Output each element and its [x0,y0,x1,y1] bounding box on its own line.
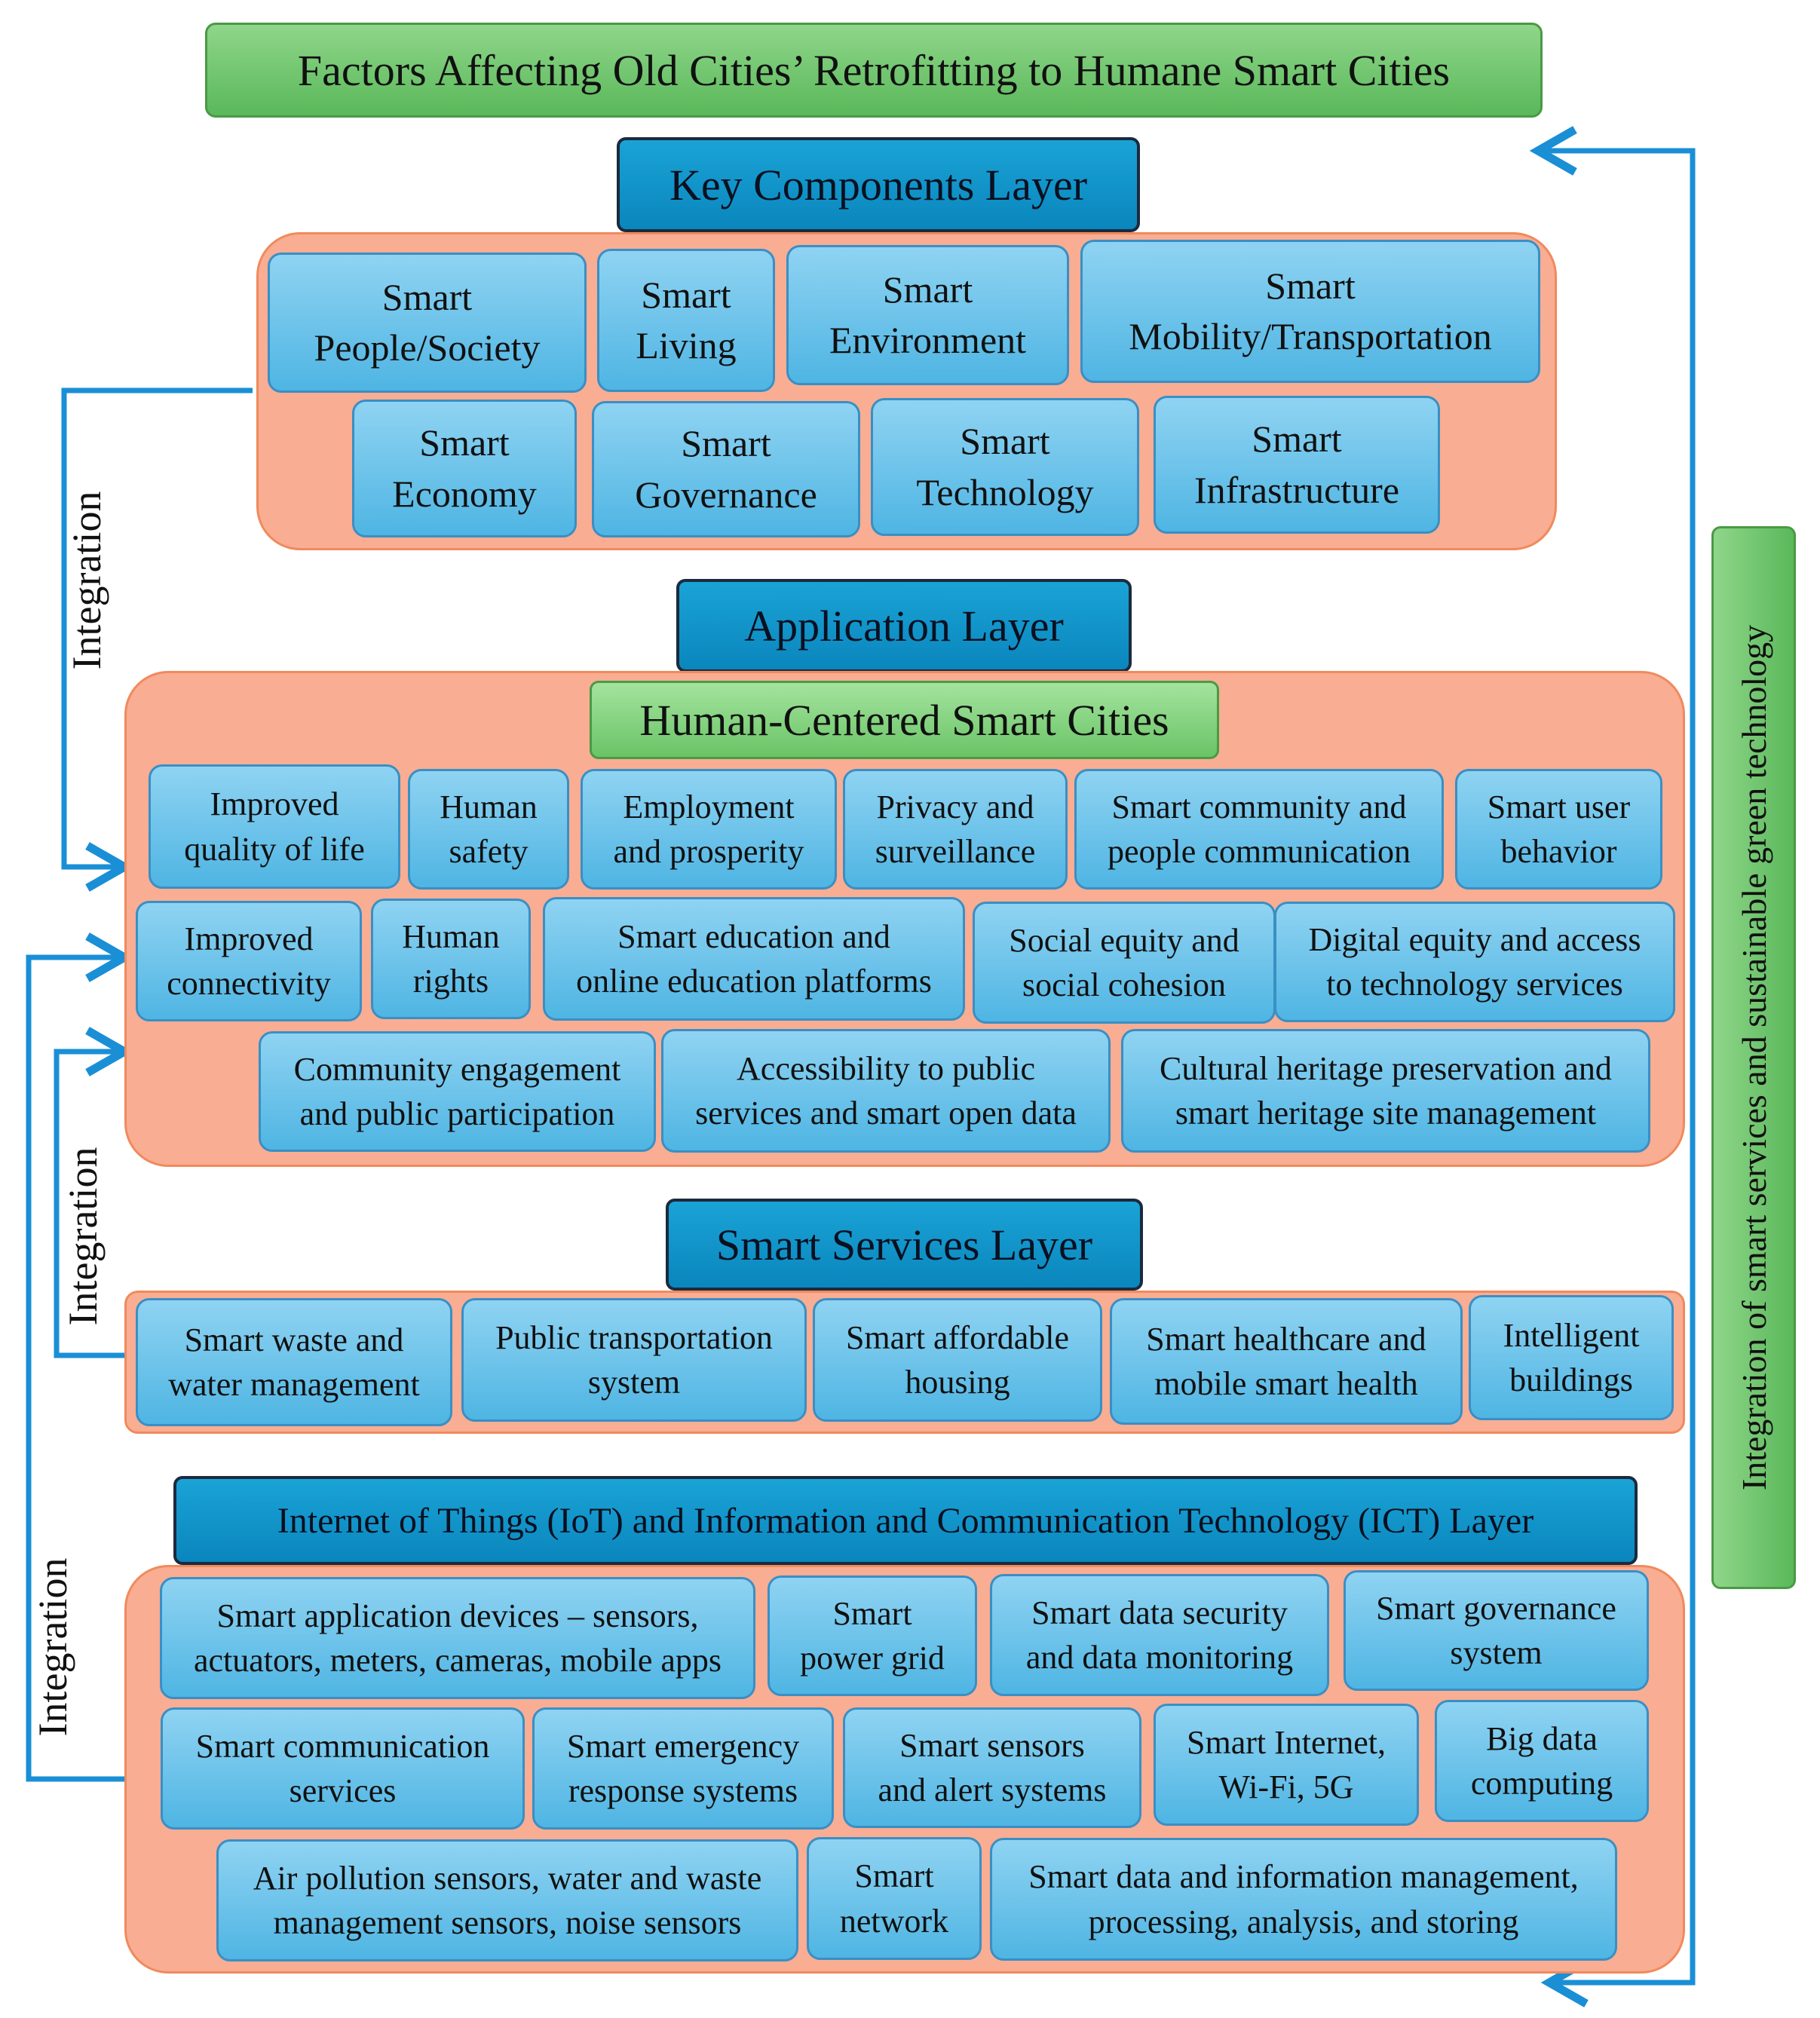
iot-item-data-management: Smart data and information management, p… [990,1838,1617,1961]
iot-item-smart-network: Smart network [807,1837,982,1960]
app-item-smart-user-behavior: Smart user behavior [1455,769,1662,890]
service-item-intelligent-buildings: Intelligent buildings [1469,1295,1674,1420]
iot-item-data-security: Smart data security and data monitoring [990,1574,1329,1696]
app-item-social-equity: Social equity and social cohesion [973,902,1276,1024]
diagram-title: Factors Affecting Old Cities’ Retrofitti… [205,23,1543,118]
key-component-smart-economy: Smart Economy [352,400,577,537]
iot-item-governance-system: Smart governance system [1344,1570,1649,1691]
iot-item-big-data: Big data computing [1435,1700,1649,1822]
key-component-smart-environment: Smart Environment [786,245,1069,385]
key-component-smart-infrastructure: Smart Infrastructure [1154,396,1440,534]
green-technology-label: Integration of smart services and sustai… [1734,624,1773,1491]
smart-services-layer-header: Smart Services Layer [666,1199,1143,1291]
app-item-quality-of-life: Improved quality of life [149,764,400,889]
key-component-smart-living: Smart Living [597,249,775,392]
app-item-improved-connectivity: Improved connectivity [136,901,362,1021]
iot-item-power-grid: Smart power grid [768,1576,977,1696]
key-component-smart-people: Smart People/Society [268,253,587,393]
app-item-smart-community: Smart community and people communication [1074,769,1444,890]
integration-label-1: Integration [64,491,109,670]
iot-item-application-devices: Smart application devices – sensors, act… [160,1577,755,1699]
app-item-cultural-heritage: Cultural heritage preservation and smart… [1121,1029,1650,1153]
app-item-smart-education: Smart education and online education pla… [543,897,965,1021]
app-item-human-rights: Human rights [371,899,531,1019]
key-components-layer-header: Key Components Layer [617,137,1140,232]
app-item-privacy: Privacy and surveillance [843,769,1068,890]
key-component-smart-mobility: Smart Mobility/Transportation [1080,240,1540,383]
human-centered-header: Human-Centered Smart Cities [590,681,1219,759]
iot-item-communication-services: Smart communication services [161,1707,525,1830]
integration-label-2: Integration [60,1147,106,1326]
iot-item-environmental-sensors: Air pollution sensors, water and waste m… [216,1839,798,1961]
integration-arrow-2 [54,1027,133,1358]
app-item-digital-equity: Digital equity and access to technology … [1274,902,1675,1022]
app-item-accessibility: Accessibility to public services and sma… [661,1029,1111,1153]
iot-item-sensors-alert: Smart sensors and alert systems [843,1707,1141,1828]
app-item-community-engagement: Community engagement and public particip… [259,1031,656,1152]
application-layer-header: Application Layer [676,579,1132,672]
iot-ict-layer-header: Internet of Things (IoT) and Information… [173,1476,1638,1565]
service-item-waste-water: Smart waste and water management [136,1298,452,1426]
app-item-human-safety: Human safety [408,769,569,890]
service-item-public-transport: Public transportation system [461,1298,807,1422]
diagram-title-text: Factors Affecting Old Cities’ Retrofitti… [297,45,1451,95]
integration-arrow-1 [61,387,253,892]
key-component-smart-technology: Smart Technology [871,398,1139,536]
service-item-healthcare: Smart healthcare and mobile smart health [1110,1298,1463,1425]
iot-item-internet-wifi: Smart Internet, Wi-Fi, 5G [1154,1704,1419,1826]
key-component-smart-governance: Smart Governance [592,401,860,537]
iot-item-emergency-response: Smart emergency response systems [532,1707,834,1830]
app-item-employment: Employment and prosperity [581,769,837,890]
integration-label-3: Integration [30,1557,75,1737]
service-item-affordable-housing: Smart affordable housing [813,1298,1102,1422]
integration-arrow-3 [26,932,133,1782]
green-technology-box [1711,526,1796,1589]
